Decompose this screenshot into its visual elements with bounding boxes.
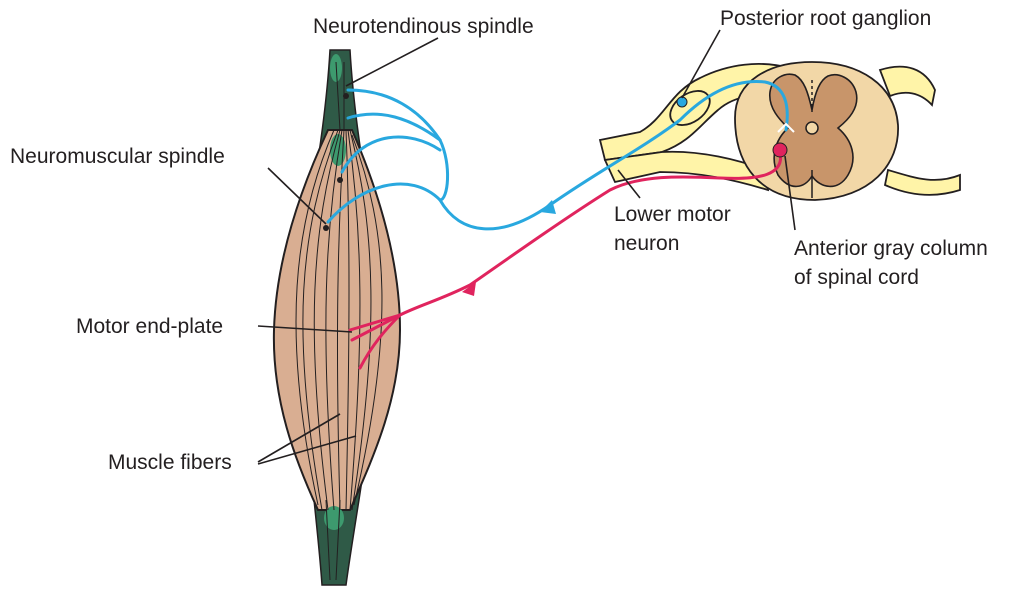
- label-lower-motor-neuron-line1: Lower motor: [614, 203, 731, 226]
- motor-neuron-cell-body: [772, 142, 788, 158]
- label-motor-end-plate: Motor end-plate: [76, 315, 224, 338]
- right-nerve-root: [878, 65, 936, 107]
- leader-muscle-fibers-2: [257, 435, 357, 465]
- leader-muscle-fibers-1: [257, 413, 341, 463]
- sensory-direction-arrow: [540, 200, 556, 214]
- spindle-dot: [343, 93, 349, 99]
- label-neuromuscular-spindle: Neuromuscular spindle: [10, 145, 225, 168]
- ganglion-cell-body: [676, 96, 688, 108]
- leader-anterior-gray-column: [784, 155, 796, 231]
- leader-neurotendinous: [345, 37, 439, 87]
- spinal-cord-section: [598, 61, 961, 201]
- label-neurotendinous-spindle: Neurotendinous spindle: [313, 15, 534, 38]
- leader-neuromuscular: [267, 167, 327, 225]
- label-posterior-root-ganglion: Posterior root ganglion: [720, 7, 932, 30]
- label-muscle-fibers: Muscle fibers: [108, 451, 232, 474]
- central-canal: [805, 121, 819, 135]
- label-anterior-gray-column: Anterior gray column of spinal cord: [794, 234, 988, 292]
- motor-direction-arrow: [462, 282, 476, 296]
- right-nerve-root-lower: [883, 168, 961, 196]
- sensory-terminal: [777, 122, 795, 133]
- muscle: [272, 49, 402, 586]
- label-lower-motor-neuron: Lower motor neuron: [614, 200, 731, 258]
- anterior-nerve-root: [603, 150, 770, 192]
- leader-lower-motor-neuron: [617, 169, 641, 199]
- label-lower-motor-neuron-line2: neuron: [614, 232, 680, 255]
- spindle-dot: [337, 177, 343, 183]
- label-anterior-gray-column-line1: Anterior gray column: [794, 237, 988, 260]
- sensory-nerve: [326, 80, 789, 231]
- label-anterior-gray-column-line2: of spinal cord: [794, 266, 919, 289]
- leader-lines: [257, 29, 796, 465]
- motor-nerve: [348, 150, 783, 370]
- leader-motor-end-plate: [257, 325, 353, 333]
- spindle-dot: [323, 225, 329, 231]
- leader-ganglion: [681, 29, 721, 99]
